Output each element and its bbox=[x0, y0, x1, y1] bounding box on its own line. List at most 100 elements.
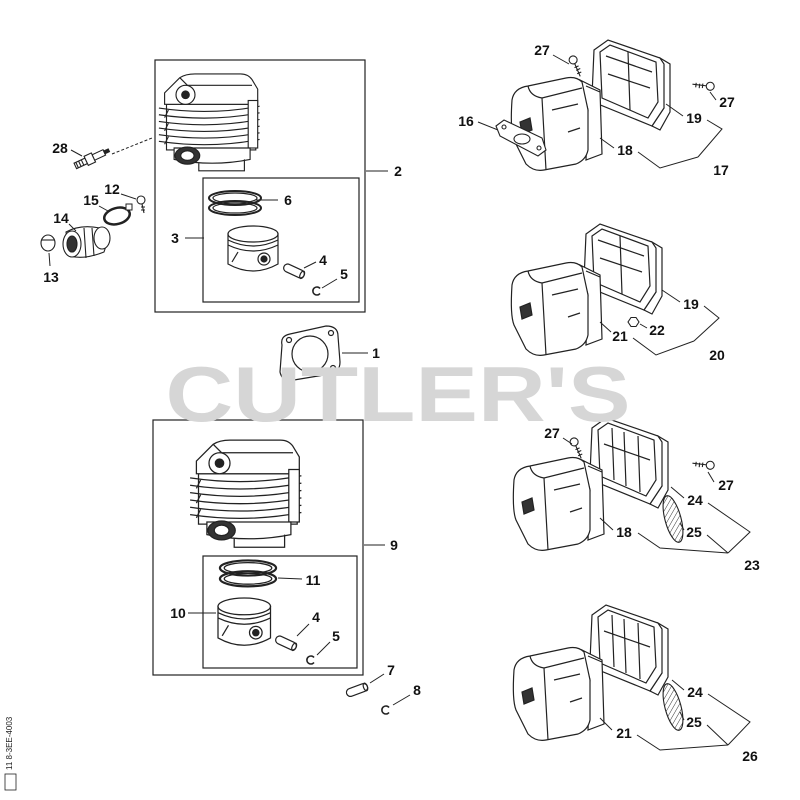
callout-kit-a-ring: 6 bbox=[284, 192, 292, 208]
document-code: 11 8-3EE-4003 bbox=[5, 716, 14, 770]
piston-b bbox=[217, 597, 272, 646]
leader-line bbox=[639, 323, 648, 329]
leader-line bbox=[637, 502, 751, 554]
leader-line bbox=[679, 711, 685, 721]
leader-line bbox=[98, 205, 109, 212]
callout-m2-body: 21 bbox=[612, 328, 628, 344]
kit-a-frame bbox=[154, 59, 366, 313]
leader-line bbox=[111, 137, 153, 155]
callout-kit-a-circlip: 5 bbox=[340, 266, 348, 282]
piston-pin-b bbox=[273, 634, 299, 652]
callout-spark-plug: 28 bbox=[52, 140, 68, 156]
leader-line bbox=[709, 91, 717, 101]
muffler-gasket bbox=[495, 119, 547, 157]
callout-m3-assembly: 23 bbox=[744, 557, 760, 573]
leader-line bbox=[477, 121, 499, 131]
muffler-3-screen bbox=[658, 493, 688, 545]
leader-line bbox=[632, 305, 720, 356]
muffler-4-body bbox=[512, 646, 605, 742]
muffler-3-screw-left bbox=[565, 435, 590, 459]
callout-kit-a-pin: 4 bbox=[319, 252, 327, 268]
callout-m1-screw-left: 27 bbox=[534, 42, 550, 58]
piston-rings-a bbox=[208, 190, 262, 216]
spark-plug bbox=[73, 148, 111, 170]
callout-m3-screen: 25 bbox=[686, 524, 702, 540]
leader-line bbox=[665, 103, 684, 117]
leader-line bbox=[316, 641, 331, 656]
callout-clamp: 15 bbox=[83, 192, 99, 208]
leader-line bbox=[636, 693, 751, 751]
callout-m4-cover: 24 bbox=[687, 684, 703, 700]
circlip-b bbox=[306, 655, 315, 665]
leader-line bbox=[599, 321, 612, 333]
piston-pin-a bbox=[281, 262, 307, 280]
leader-line bbox=[120, 193, 137, 200]
callout-kit-b-circlip: 5 bbox=[332, 628, 340, 644]
callout-kit-b-ring: 11 bbox=[306, 572, 321, 588]
callout-m1-body: 18 bbox=[617, 142, 633, 158]
callout-m4-assembly: 26 bbox=[742, 748, 758, 764]
muffler-1-body bbox=[510, 76, 603, 171]
leader-line bbox=[562, 437, 573, 445]
callout-m3-body: 18 bbox=[616, 524, 632, 540]
callout-manifold: 14 bbox=[53, 210, 69, 226]
watermark: CUTLER'S bbox=[166, 350, 631, 438]
leader-line bbox=[552, 54, 570, 65]
leader-line bbox=[369, 673, 385, 684]
callout-m3-screw-right: 27 bbox=[718, 477, 734, 493]
piston-rings-b bbox=[218, 559, 278, 588]
circlip-loose bbox=[381, 705, 390, 715]
muffler-1-cover bbox=[591, 39, 671, 131]
leader-line bbox=[679, 522, 685, 531]
piston-a bbox=[227, 225, 279, 272]
cylinder-a bbox=[158, 73, 261, 172]
circlip-a bbox=[312, 286, 321, 296]
plug-cap bbox=[40, 234, 56, 252]
callout-m1-gasket: 16 bbox=[458, 113, 474, 129]
piston-pin-loose bbox=[344, 681, 370, 699]
hose-clamp bbox=[103, 203, 133, 226]
callout-m1-screw-right: 27 bbox=[719, 94, 735, 110]
callout-kit-a-piston-set: 3 bbox=[171, 230, 179, 246]
muffler-3-screw-right bbox=[691, 455, 716, 476]
leader-line bbox=[670, 486, 685, 499]
callout-kit-b-assembly: 9 bbox=[390, 537, 398, 553]
callout-loose-circlip: 8 bbox=[413, 682, 421, 698]
leader-line bbox=[303, 261, 317, 269]
leader-line bbox=[48, 252, 51, 267]
cylinder-base-gasket bbox=[279, 325, 341, 381]
kit-b-piston-frame bbox=[202, 555, 358, 669]
callout-m2-nut: 22 bbox=[649, 322, 665, 338]
document-code-box bbox=[4, 773, 17, 791]
leader-line bbox=[707, 471, 715, 483]
leader-line bbox=[599, 137, 615, 149]
callout-m4-screen: 25 bbox=[686, 714, 702, 730]
leader-line bbox=[599, 717, 613, 731]
cylinder-b bbox=[189, 439, 303, 548]
leader-line bbox=[637, 119, 723, 169]
muffler-2-nut bbox=[627, 316, 640, 328]
callout-screw: 12 bbox=[104, 181, 120, 197]
leader-line bbox=[392, 694, 411, 706]
muffler-1-screw-left bbox=[564, 53, 589, 77]
muffler-1-screw-right bbox=[691, 76, 716, 97]
intake-manifold bbox=[62, 226, 111, 259]
callout-base-gasket: 1 bbox=[372, 345, 380, 361]
leader-line bbox=[70, 149, 83, 157]
leader-line bbox=[671, 679, 685, 691]
leader-line bbox=[599, 517, 614, 531]
callout-kit-a-assembly: 2 bbox=[394, 163, 402, 179]
callout-loose-pin: 7 bbox=[387, 662, 395, 678]
leader-line bbox=[68, 223, 77, 232]
callout-m1-cover: 19 bbox=[686, 110, 702, 126]
callout-m3-screw-left: 27 bbox=[544, 425, 560, 441]
leader-line bbox=[277, 577, 303, 580]
callout-m1-assembly: 17 bbox=[713, 162, 729, 178]
callout-m2-cover: 19 bbox=[683, 296, 699, 312]
kit-b-frame bbox=[152, 419, 364, 676]
screw-small bbox=[136, 195, 146, 214]
callout-kit-b-piston: 10 bbox=[170, 605, 186, 621]
kit-a-piston-frame bbox=[202, 177, 360, 303]
leader-line bbox=[296, 623, 310, 637]
